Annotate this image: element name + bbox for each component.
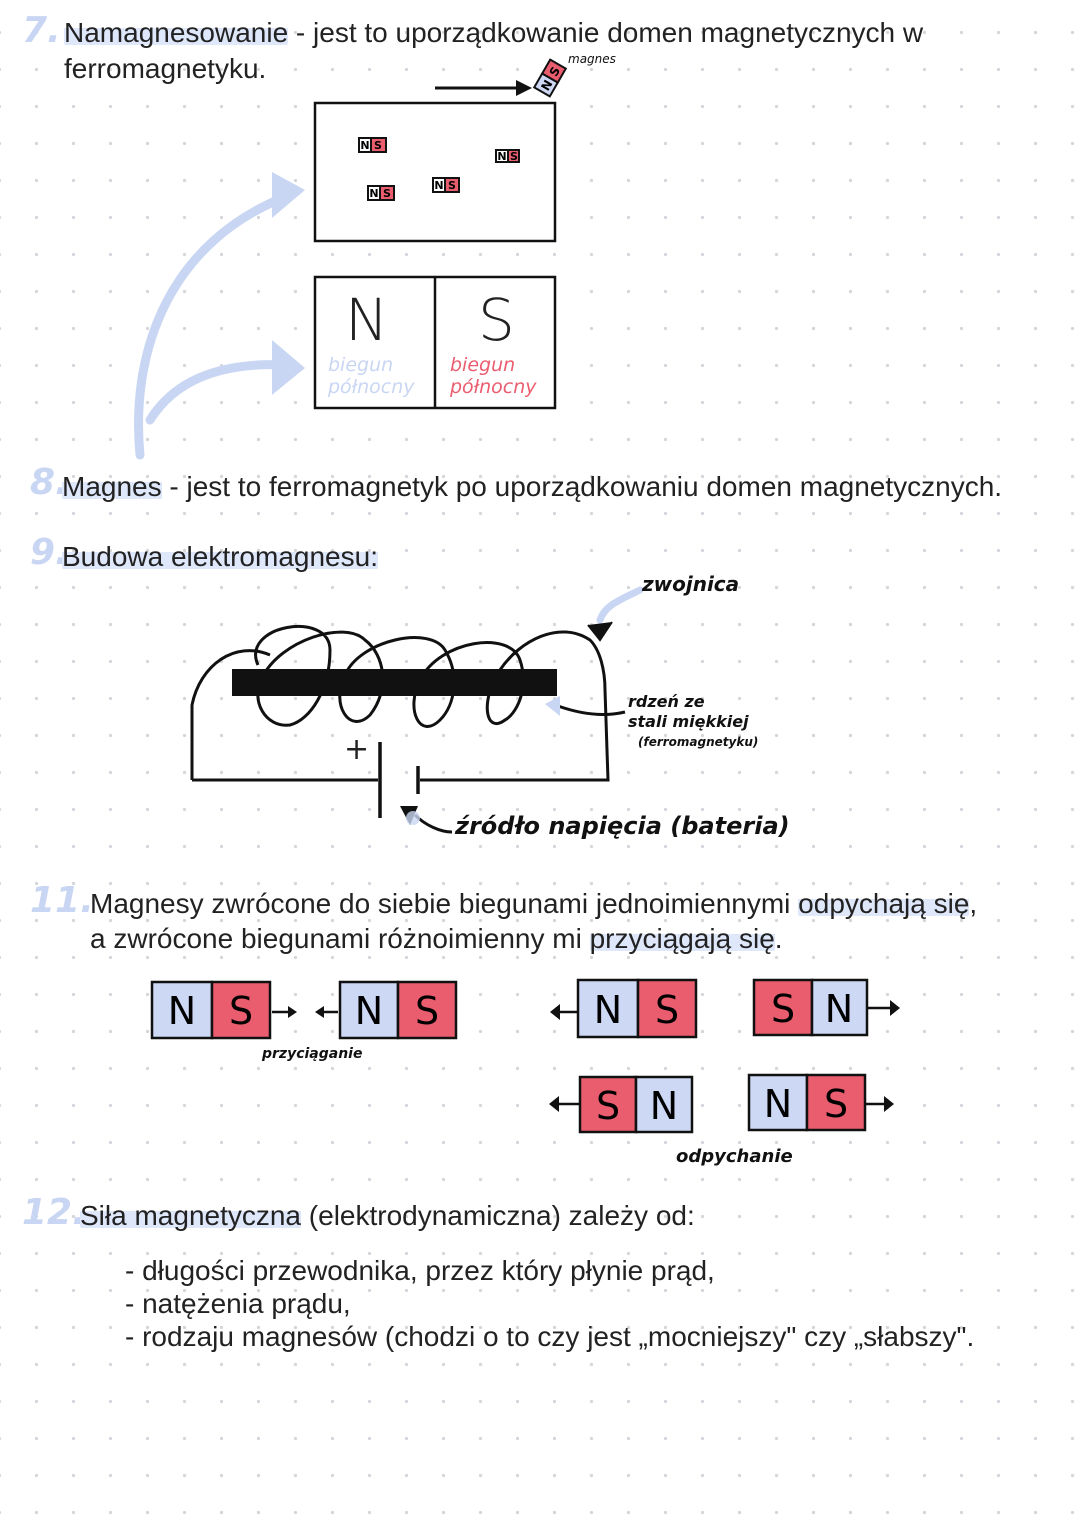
svg-text:S: S <box>415 989 439 1033</box>
term-namagnesowanie: Namagnesowanie <box>64 17 289 48</box>
svg-text:S: S <box>448 179 456 192</box>
svg-text:S: S <box>655 988 679 1032</box>
definition-magnes: Magnes - jest to ferromagnetyk po uporzą… <box>62 470 1002 504</box>
rule-text-b: , <box>969 888 978 919</box>
svg-text:S: S <box>824 1082 848 1126</box>
section-number-11: 11. <box>30 880 94 921</box>
svg-text:N: N <box>355 989 383 1033</box>
section-number-12: 12. <box>22 1192 86 1233</box>
force-title-text: (elektrodynamiczna) zależy od: <box>301 1200 695 1231</box>
magnes-label: magnes <box>568 52 616 66</box>
definition-line2: ferromagnetyku. <box>64 53 267 84</box>
svg-text:N: N <box>764 1082 792 1126</box>
south-pole-letter: S <box>478 286 515 354</box>
core-label-line3: (ferromagnetyku) <box>638 735 759 749</box>
term-magnes: Magnes <box>62 471 162 502</box>
magnets-rule-line2: a zwrócone biegunami różnoimienny mi prz… <box>90 922 783 956</box>
force-item: - natężenia prądu, <box>125 1288 351 1319</box>
core-label-line1: rdzeń ze <box>628 692 705 711</box>
electromagnet-diagram <box>190 586 644 834</box>
south-label-line1: biegun <box>450 354 516 376</box>
voltage-source-label: źródło napięcia (bateria) <box>455 812 790 840</box>
title-electromagnet-text: Budowa elektromagnesu: <box>62 541 378 572</box>
small-magnet-icon: N S <box>532 58 568 98</box>
title-electromagnet: Budowa elektromagnesu: <box>62 540 378 574</box>
repel-label: odpychanie <box>676 1146 793 1167</box>
definition-text: - jest to uporządkowanie domen magnetycz… <box>288 17 924 48</box>
coil-label: zwojnica <box>642 572 740 596</box>
rule-text-d: . <box>774 923 783 954</box>
svg-text:S: S <box>374 139 382 152</box>
svg-text:N: N <box>650 1084 678 1128</box>
svg-text:N: N <box>594 988 622 1032</box>
north-label-line2: północny <box>328 376 415 398</box>
svg-text:N: N <box>825 987 853 1031</box>
svg-text:N: N <box>360 139 369 152</box>
north-label-line1: biegun <box>328 354 394 376</box>
plus-sign: + <box>344 732 370 767</box>
magnets-rule-line1: Magnesy zwrócone do siebie biegunami jed… <box>90 887 977 921</box>
svg-text:N: N <box>497 150 506 163</box>
definition-namagnesowanie: Namagnesowanie - jest to uporządkowanie … <box>64 16 923 50</box>
core-label-line2: stali miękkiej <box>628 712 749 731</box>
north-pole-letter: N <box>345 286 389 354</box>
north-pole-label: biegun północny <box>328 354 415 398</box>
rule-text-a: Magnesy zwrócone do siebie biegunami jed… <box>90 888 799 919</box>
core-label: rdzeń ze stali miękkiej (ferromagnetyku) <box>628 692 758 752</box>
force-term: Siła magnetyczna <box>80 1200 302 1231</box>
rule-attract: przyciągają się <box>589 923 775 954</box>
svg-text:S: S <box>510 150 518 163</box>
svg-text:S: S <box>596 1084 620 1128</box>
svg-text:N: N <box>369 187 378 200</box>
rule-repel: odpychają się <box>798 888 970 919</box>
force-item: - długości przewodnika, przez który płyn… <box>125 1255 715 1286</box>
force-item: - rodzaju magnesów (chodzi o to czy jest… <box>125 1321 975 1352</box>
south-pole-label: biegun północny <box>450 354 537 398</box>
rule-text-c: a zwrócone biegunami różnoimienny mi <box>90 923 590 954</box>
south-label-line2: północny <box>450 376 537 398</box>
svg-text:N: N <box>434 179 443 192</box>
definition-magnes-text: - jest to ferromagnetyk po uporządkowani… <box>161 471 1003 502</box>
svg-text:S: S <box>771 987 795 1031</box>
svg-text:S: S <box>383 187 391 200</box>
svg-text:S: S <box>229 989 253 1033</box>
attract-label: przyciąganie <box>262 1046 363 1062</box>
svg-text:N: N <box>168 989 196 1033</box>
section-number-7: 7. <box>22 10 61 51</box>
force-title: Siła magnetyczna (elektrodynamiczna) zal… <box>80 1199 695 1233</box>
